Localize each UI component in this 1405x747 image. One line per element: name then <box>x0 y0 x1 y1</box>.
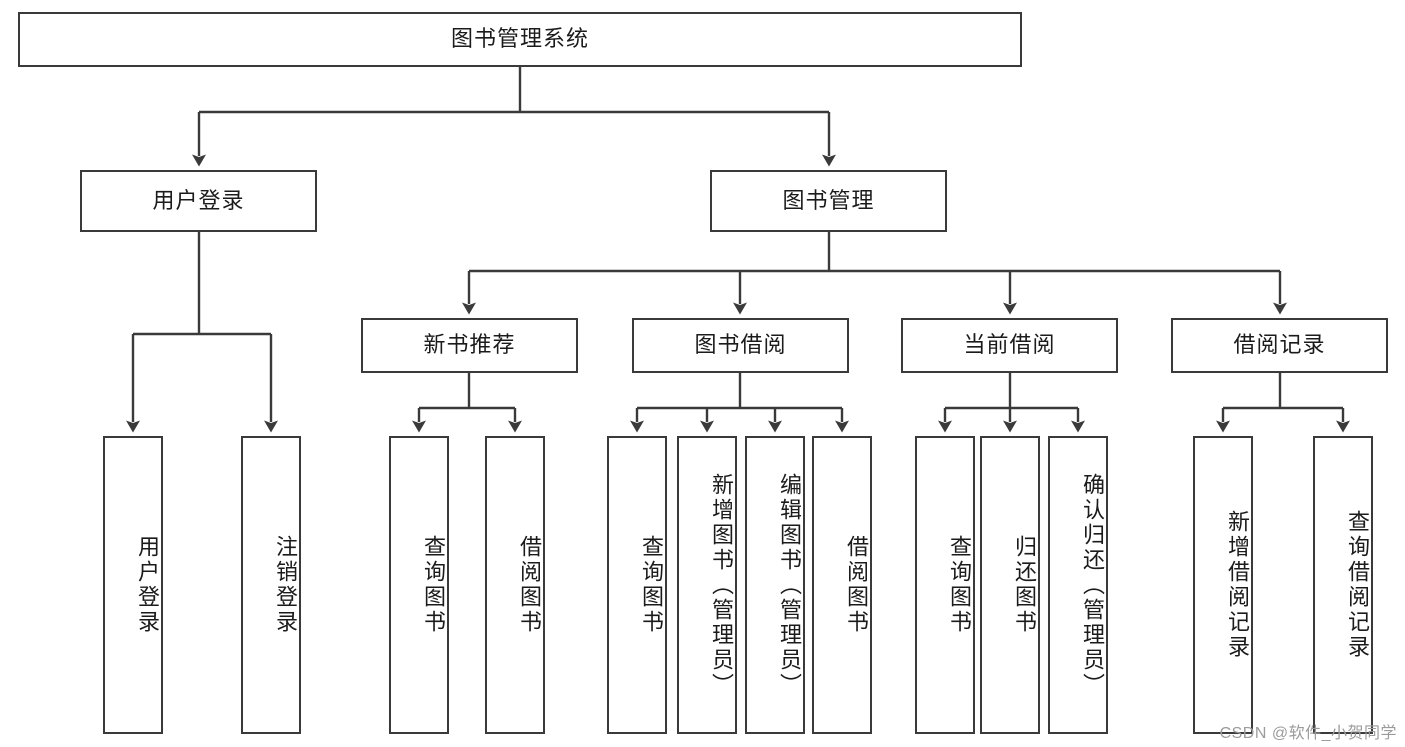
node-label: 用户登录 <box>152 187 245 213</box>
node-label: 借阅记录 <box>1233 332 1326 358</box>
node-label: 查询图书 <box>947 535 972 635</box>
leaf-add-borrow-record[interactable]: 新增借阅记录 <box>1193 436 1253 734</box>
leaf-confirm-return-admin[interactable]: 确认归还（管理员） <box>1048 436 1108 734</box>
node-label: 借阅图书 <box>517 535 542 635</box>
node-label: 确认归还（管理员） <box>1080 472 1105 698</box>
node-label: 图书管理 <box>782 187 875 213</box>
node-label: 新增借阅记录 <box>1225 510 1250 660</box>
node-label: 查询图书 <box>421 535 446 635</box>
node-label: 编辑图书（管理员） <box>777 472 802 698</box>
leaf-add-book-admin[interactable]: 新增图书（管理员） <box>677 436 737 734</box>
node-label: 查询借阅记录 <box>1345 510 1370 660</box>
watermark: CSDN @软件_小贺同学 <box>1219 725 1397 742</box>
leaf-user-login[interactable]: 用户登录 <box>103 436 163 734</box>
leaf-query-book-current[interactable]: 查询图书 <box>915 436 975 734</box>
node-label: 图书借阅 <box>694 332 787 358</box>
node-label: 查询图书 <box>639 535 664 635</box>
leaf-edit-book-admin[interactable]: 编辑图书（管理员） <box>745 436 805 734</box>
leaf-query-borrow-record[interactable]: 查询借阅记录 <box>1313 436 1373 734</box>
leaf-return-book[interactable]: 归还图书 <box>980 436 1040 734</box>
leaf-logout[interactable]: 注销登录 <box>241 436 301 734</box>
node-label: 图书管理系统 <box>450 26 589 52</box>
node-new-book-recommend[interactable]: 新书推荐 <box>361 318 578 373</box>
node-label: 借阅图书 <box>844 535 869 635</box>
leaf-borrow-book[interactable]: 借阅图书 <box>812 436 872 734</box>
node-label: 用户登录 <box>135 535 160 635</box>
node-label: 新书推荐 <box>423 332 516 358</box>
node-label: 归还图书 <box>1012 535 1037 635</box>
leaf-borrow-book-recommend[interactable]: 借阅图书 <box>485 436 545 734</box>
leaf-query-book-recommend[interactable]: 查询图书 <box>389 436 449 734</box>
node-current-borrow[interactable]: 当前借阅 <box>901 318 1118 373</box>
node-label: 当前借阅 <box>963 332 1056 358</box>
node-root-book-management-system[interactable]: 图书管理系统 <box>18 12 1022 67</box>
node-borrow-record[interactable]: 借阅记录 <box>1171 318 1388 373</box>
node-book-borrow[interactable]: 图书借阅 <box>632 318 849 373</box>
node-label: 新增图书（管理员） <box>709 472 734 698</box>
node-user-login[interactable]: 用户登录 <box>80 170 317 232</box>
node-label: 注销登录 <box>273 535 298 635</box>
leaf-query-book-borrow[interactable]: 查询图书 <box>607 436 667 734</box>
node-book-management[interactable]: 图书管理 <box>710 170 947 232</box>
